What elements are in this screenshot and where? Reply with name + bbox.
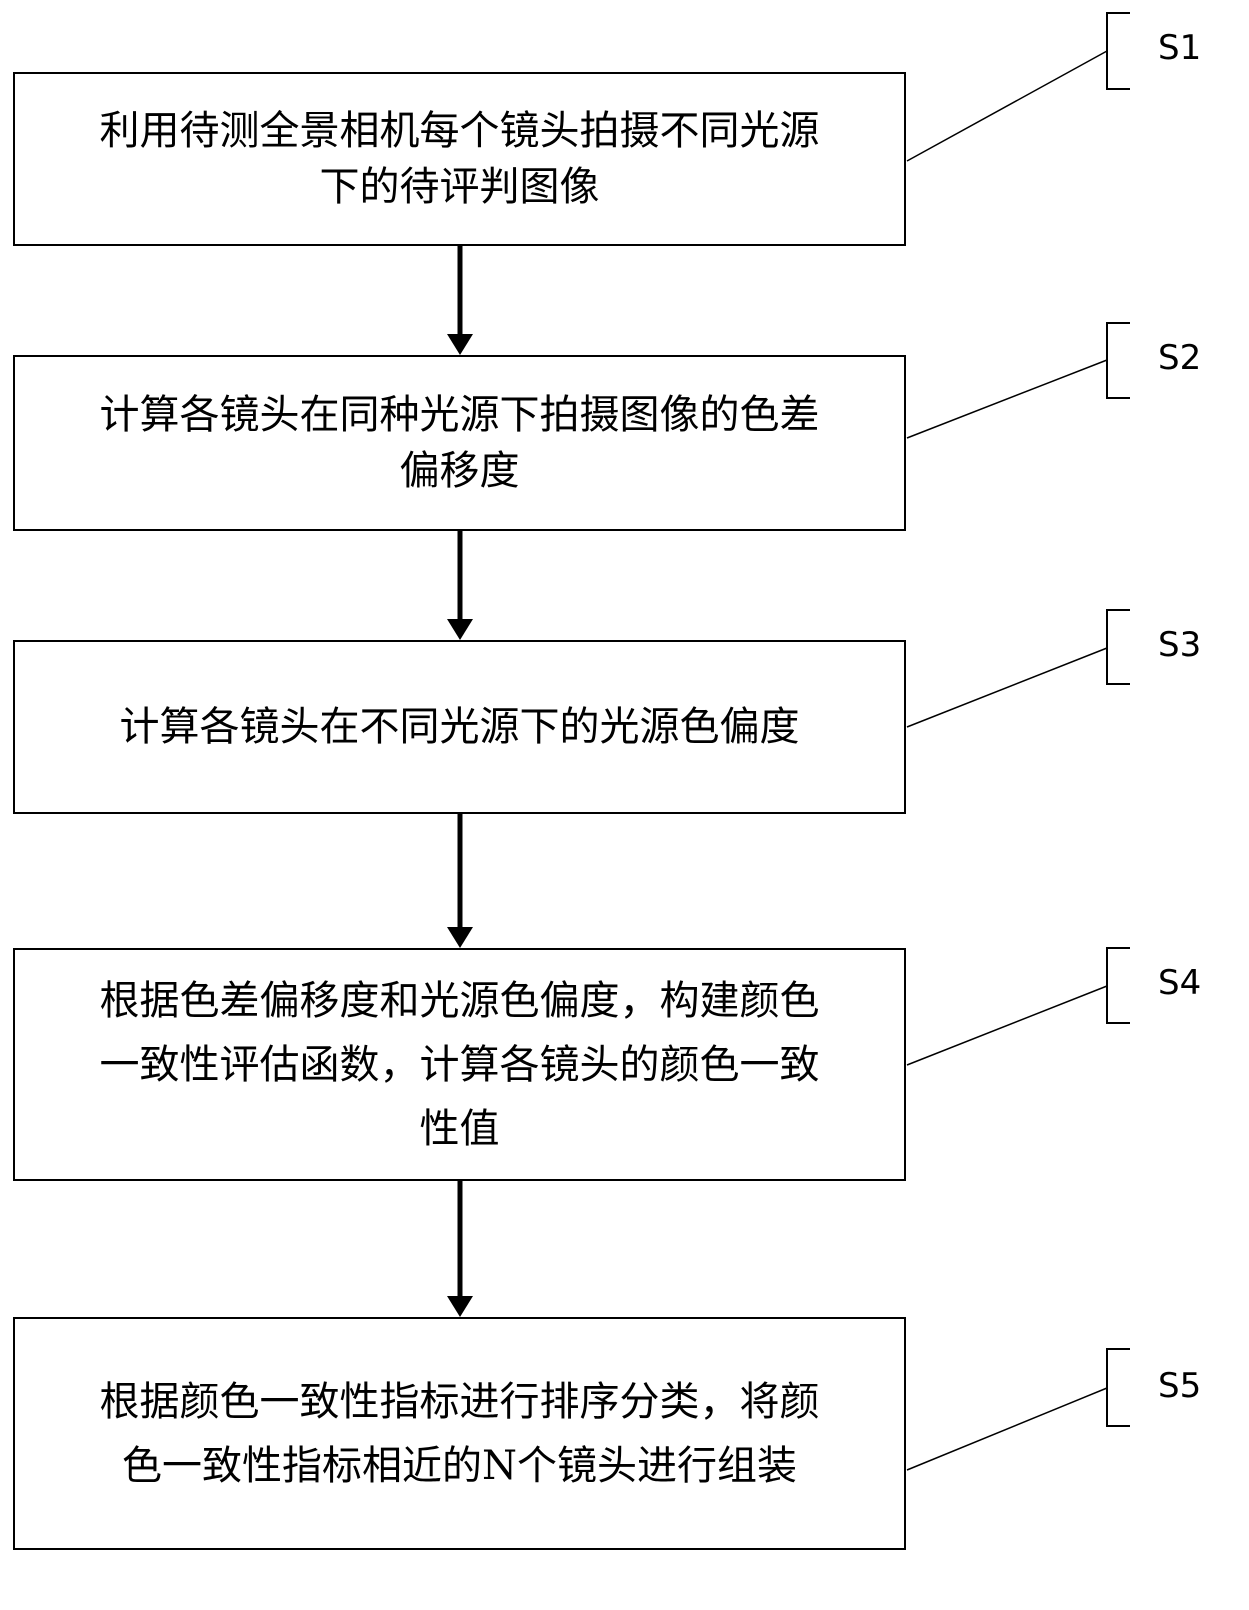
step-label-s5: S5 [1158, 1366, 1202, 1406]
step-label-s2: S2 [1158, 338, 1202, 378]
leader-s5 [906, 1348, 1130, 1471]
step-text-s2: 计算各镜头在同种光源下拍摄图像的色差 偏移度 [92, 387, 828, 499]
step-text-s1: 利用待测全景相机每个镜头拍摄不同光源 下的待评判图像 [92, 103, 828, 215]
step-box-s5: 根据颜色一致性指标进行排序分类，将颜 色一致性指标相近的N个镜头进行组装 [13, 1317, 906, 1550]
step-s4-line-2: 一致性评估函数，计算各镜头的颜色一致 [99, 1041, 820, 1088]
step-box-s1: 利用待测全景相机每个镜头拍摄不同光源 下的待评判图像 [13, 72, 906, 246]
leader-s1 [906, 12, 1130, 162]
step-label-s3: S3 [1158, 625, 1202, 665]
step-s3-line-1: 计算各镜头在不同光源下的光源色偏度 [119, 704, 800, 750]
step-s5-line-1: 根据颜色一致性指标进行排序分类，将颜 [99, 1378, 820, 1425]
step-text-s5: 根据颜色一致性指标进行排序分类，将颜 色一致性指标相近的N个镜头进行组装 [92, 1370, 828, 1498]
step-s4-line-1: 根据色差偏移度和光源色偏度，构建颜色 [99, 977, 820, 1024]
arrow-s2-s3 [447, 531, 473, 640]
step-box-s3: 计算各镜头在不同光源下的光源色偏度 [13, 640, 906, 814]
step-s5-line-2: 色一致性指标相近的N个镜头进行组装 [122, 1442, 797, 1489]
arrow-s1-s2 [447, 246, 473, 355]
step-s2-line-1: 计算各镜头在同种光源下拍摄图像的色差 [99, 392, 820, 438]
step-s1-line-2: 下的待评判图像 [319, 164, 600, 210]
step-text-s3: 计算各镜头在不同光源下的光源色偏度 [112, 699, 808, 755]
step-s1-line-1: 利用待测全景相机每个镜头拍摄不同光源 [99, 108, 820, 154]
step-s2-line-2: 偏移度 [399, 448, 520, 494]
leader-s3 [906, 609, 1130, 728]
arrow-s3-s4 [447, 814, 473, 948]
step-box-s4: 根据色差偏移度和光源色偏度，构建颜色 一致性评估函数，计算各镜头的颜色一致 性值 [13, 948, 906, 1181]
step-box-s2: 计算各镜头在同种光源下拍摄图像的色差 偏移度 [13, 355, 906, 531]
leader-s4 [906, 947, 1130, 1066]
step-label-s4: S4 [1158, 963, 1202, 1003]
step-text-s4: 根据色差偏移度和光源色偏度，构建颜色 一致性评估函数，计算各镜头的颜色一致 性值 [92, 969, 828, 1161]
step-label-s1: S1 [1158, 28, 1202, 68]
leader-s2 [906, 322, 1130, 439]
step-s4-line-3: 性值 [419, 1105, 500, 1152]
arrow-s4-s5 [447, 1181, 473, 1317]
